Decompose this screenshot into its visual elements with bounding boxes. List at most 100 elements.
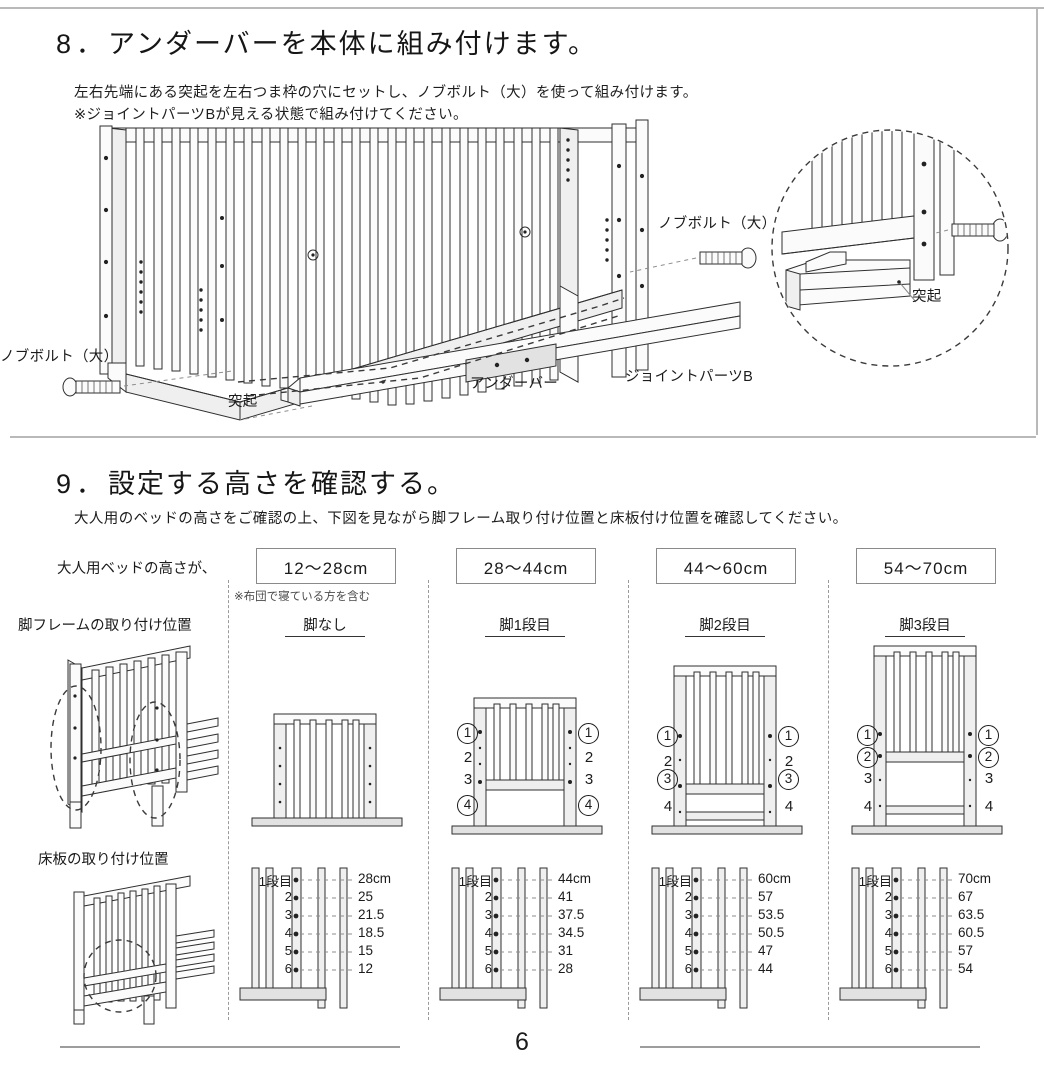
tier-value-col4-6: 54 (958, 961, 974, 976)
section9-heading: 9．設定する高さを確認する。 (56, 462, 456, 501)
height-range-text-2: 28〜44cm (483, 558, 569, 578)
marker-col4-left-3: 3 (863, 770, 873, 787)
tier-label-col1-4: 4 (284, 925, 292, 940)
tier-value-col3-1: 60cm (758, 871, 792, 886)
marker-col4-right-1: 1 (978, 725, 999, 746)
tier-label-col2-1: 1段目 (458, 874, 492, 889)
section8-body: 左右先端にある突起を左右つま枠の穴にセットし、ノブボルト（大）を使って組み付けま… (74, 85, 698, 123)
section-divider (10, 436, 1036, 438)
tier-label-col2-2: 2 (484, 889, 492, 904)
frame-diagram-col1 (251, 713, 403, 827)
knob-bolt-left (62, 370, 233, 397)
tier-label-col2-4: 4 (484, 925, 492, 940)
leg-frame-reference-drawing (50, 645, 219, 829)
height-range-box-1: 12〜28cm (256, 548, 396, 584)
tier-label-col2-3: 3 (484, 907, 492, 922)
marker-col2-right-1: 1 (578, 723, 599, 744)
section9-number: 9． (56, 469, 109, 499)
frame-diagram-col3 (651, 665, 803, 835)
row-label-bed-height: 大人用ベッドの高さが、 (57, 561, 217, 577)
crib-back-panel (107, 127, 641, 406)
column-separator-1 (228, 580, 229, 1020)
label-knob-bolt-left: ノブボルト（大） (0, 349, 119, 365)
section8-number: 8． (56, 29, 109, 59)
floor-board-reference-drawing (73, 875, 215, 1025)
tier-value-col2-6: 28 (558, 961, 574, 976)
height-range-text-3: 44〜60cm (683, 558, 769, 578)
marker-col2-left-2: 2 (463, 749, 473, 766)
marker-col2-right-3: 3 (584, 771, 594, 788)
marker-col2-right-2: 2 (584, 749, 594, 766)
tier-label-col4-5: 5 (884, 943, 892, 958)
highlight-circle-floorboard (83, 939, 157, 1013)
floor-line-col3 (651, 825, 803, 835)
marker-col4-left-1: 1 (857, 725, 878, 746)
footer-rule-right (640, 1046, 980, 1048)
tier-table-col3 (639, 867, 754, 1009)
marker-col4-left-2: 2 (857, 747, 878, 768)
tier-label-col2-5: 5 (484, 943, 492, 958)
marker-col4-left-4: 4 (863, 798, 873, 815)
tier-value-col2-4: 34.5 (558, 925, 585, 940)
height-range-box-3: 44〜60cm (656, 548, 796, 584)
tier-value-col4-4: 60.5 (958, 925, 985, 940)
tier-label-col3-2: 2 (684, 889, 692, 904)
tier-value-col3-5: 47 (758, 943, 774, 958)
marker-col3-right-2: 2 (784, 753, 794, 770)
tier-value-col1-2: 25 (358, 889, 374, 904)
section9-body: 大人用のベッドの高さをご確認の上、下図を見ながら脚フレーム取り付け位置と床板付け… (74, 511, 848, 527)
section8-heading: 8．アンダーバーを本体に組み付けます。 (56, 22, 597, 61)
height-range-box-4: 54〜70cm (856, 548, 996, 584)
label-under-bar: アンダーバー (470, 376, 559, 392)
tier-label-col1-3: 3 (284, 907, 292, 922)
marker-col3-left-4: 4 (663, 798, 673, 815)
floor-line-col4 (851, 825, 1003, 835)
tier-value-col3-2: 57 (758, 889, 774, 904)
lower-rail-col4 (885, 805, 965, 815)
row-label-floor-board: 床板の取り付け位置 (38, 852, 169, 868)
lower-rail-col3 (685, 811, 765, 821)
tier-label-col4-2: 2 (884, 889, 892, 904)
label-tab-detail: 突起 (912, 289, 942, 305)
marker-col3-right-3: 3 (778, 769, 799, 790)
label-tab-main: 突起 (228, 394, 258, 410)
marker-col3-left-3: 3 (657, 769, 678, 790)
tier-value-col2-1: 44cm (558, 871, 592, 886)
footnote-futon: ※布団で寝ている方を含む (234, 591, 371, 603)
tier-label-col3-5: 5 (684, 943, 692, 958)
knob-bolt-right (629, 247, 757, 273)
tier-label-col1-6: 6 (284, 961, 292, 976)
highlight-ellipse-left (50, 685, 102, 811)
tier-label-col1-1: 1段目 (258, 874, 292, 889)
tier-table-col1 (239, 867, 354, 1009)
floor-rail-col4 (885, 751, 965, 763)
leg-setting-heading-3: 脚2段目 (685, 614, 765, 637)
label-joint-part-b: ジョイントパーツB (625, 369, 754, 385)
leg-setting-heading-1: 脚なし (285, 614, 365, 637)
marker-col3-right-4: 4 (784, 798, 794, 815)
tier-value-col4-5: 57 (958, 943, 974, 958)
assembly-guide-2 (247, 315, 619, 397)
height-range-text-1: 12〜28cm (283, 558, 369, 578)
page-top-rule (0, 7, 1044, 9)
frame-diagram-col4 (851, 645, 1003, 835)
tier-value-col3-4: 50.5 (758, 925, 785, 940)
tier-label-col1-5: 5 (284, 943, 292, 958)
tier-label-col3-1: 1段目 (658, 874, 692, 889)
tier-value-col3-3: 53.5 (758, 907, 785, 922)
detail-magnifier (771, 129, 1009, 367)
footer-rule-left (60, 1046, 400, 1048)
tier-value-col1-5: 15 (358, 943, 374, 958)
marker-col3-left-2: 2 (663, 753, 673, 770)
tier-value-col4-2: 67 (958, 889, 974, 904)
tier-value-col1-3: 21.5 (358, 907, 385, 922)
crib-left-end-frame (99, 125, 319, 375)
marker-col3-right-1: 1 (778, 726, 799, 747)
marker-col2-left-3: 3 (463, 771, 473, 788)
tier-table-col2 (439, 867, 554, 1009)
tier-label-col4-3: 3 (884, 907, 892, 922)
marker-col4-right-4: 4 (984, 798, 994, 815)
height-range-box-2: 28〜44cm (456, 548, 596, 584)
tier-label-col3-4: 4 (684, 925, 692, 940)
